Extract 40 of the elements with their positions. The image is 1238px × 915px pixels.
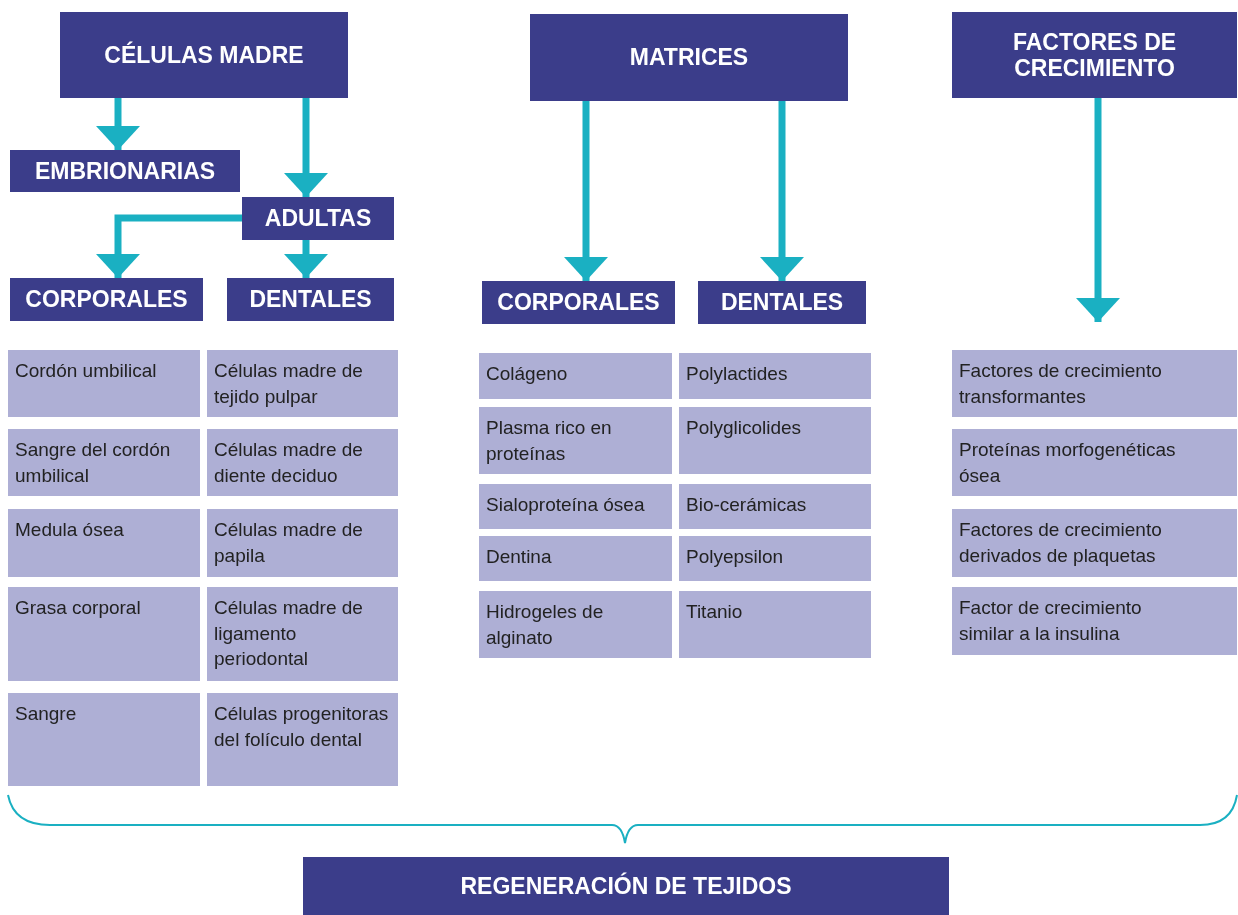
arrow [96, 214, 242, 278]
list-item-box: Dentina [479, 536, 672, 581]
heading-box: CORPORALES [10, 278, 203, 321]
list-item-box: Polyepsilon [679, 536, 871, 581]
list-item-box: Titanio [679, 591, 871, 658]
heading-box: DENTALES [227, 278, 394, 321]
arrow [284, 240, 328, 278]
list-item-box: Polyglicolides [679, 407, 871, 474]
list-item-box: Cordón umbilical [8, 350, 200, 417]
list-item-box: Células madre de papila [207, 509, 398, 577]
arrow [284, 98, 328, 197]
heading-box: ADULTAS [242, 197, 394, 240]
heading-box: REGENERACIÓN DE TEJIDOS [303, 857, 949, 915]
list-item-box: Factores de crecimiento transformantes [952, 350, 1237, 417]
list-item-box: Sangre del cordón umbilical [8, 429, 200, 496]
list-item-box: Polylactides [679, 353, 871, 399]
heading-box: CÉLULAS MADRE [60, 12, 348, 98]
list-item-box: Sangre [8, 693, 200, 786]
list-item-box: Bio-cerámicas [679, 484, 871, 529]
heading-box: FACTORES DE CRECIMIENTO [952, 12, 1237, 98]
heading-box: EMBRIONARIAS [10, 150, 240, 192]
list-item-box: Células madre de tejido pulpar [207, 350, 398, 417]
list-item-box: Células madre de diente deciduo [207, 429, 398, 496]
heading-box: CORPORALES [482, 281, 675, 324]
list-item-box: Proteínas morfogenéticas ósea [952, 429, 1237, 496]
list-item-box: Sialoproteína ósea [479, 484, 672, 529]
list-item-box: Células madre de ligamento periodontal [207, 587, 398, 681]
heading-box: DENTALES [698, 281, 866, 324]
arrow [564, 101, 608, 281]
list-item-box: Factor de crecimiento similar a la insulina [952, 587, 1237, 655]
arrow [96, 98, 140, 150]
list-item-box: Plasma rico en proteínas [479, 407, 672, 474]
list-item-box: Hidrogeles de alginato [479, 591, 672, 658]
list-item-box: Grasa corporal [8, 587, 200, 681]
list-item-box: Colágeno [479, 353, 672, 399]
list-item-box: Medula ósea [8, 509, 200, 577]
heading-box: MATRICES [530, 14, 848, 101]
list-item-box: Factores de crecimiento derivados de plaquetas [952, 509, 1237, 577]
arrow [760, 101, 804, 281]
list-item-box: Células progenitoras del folículo dental [207, 693, 398, 786]
